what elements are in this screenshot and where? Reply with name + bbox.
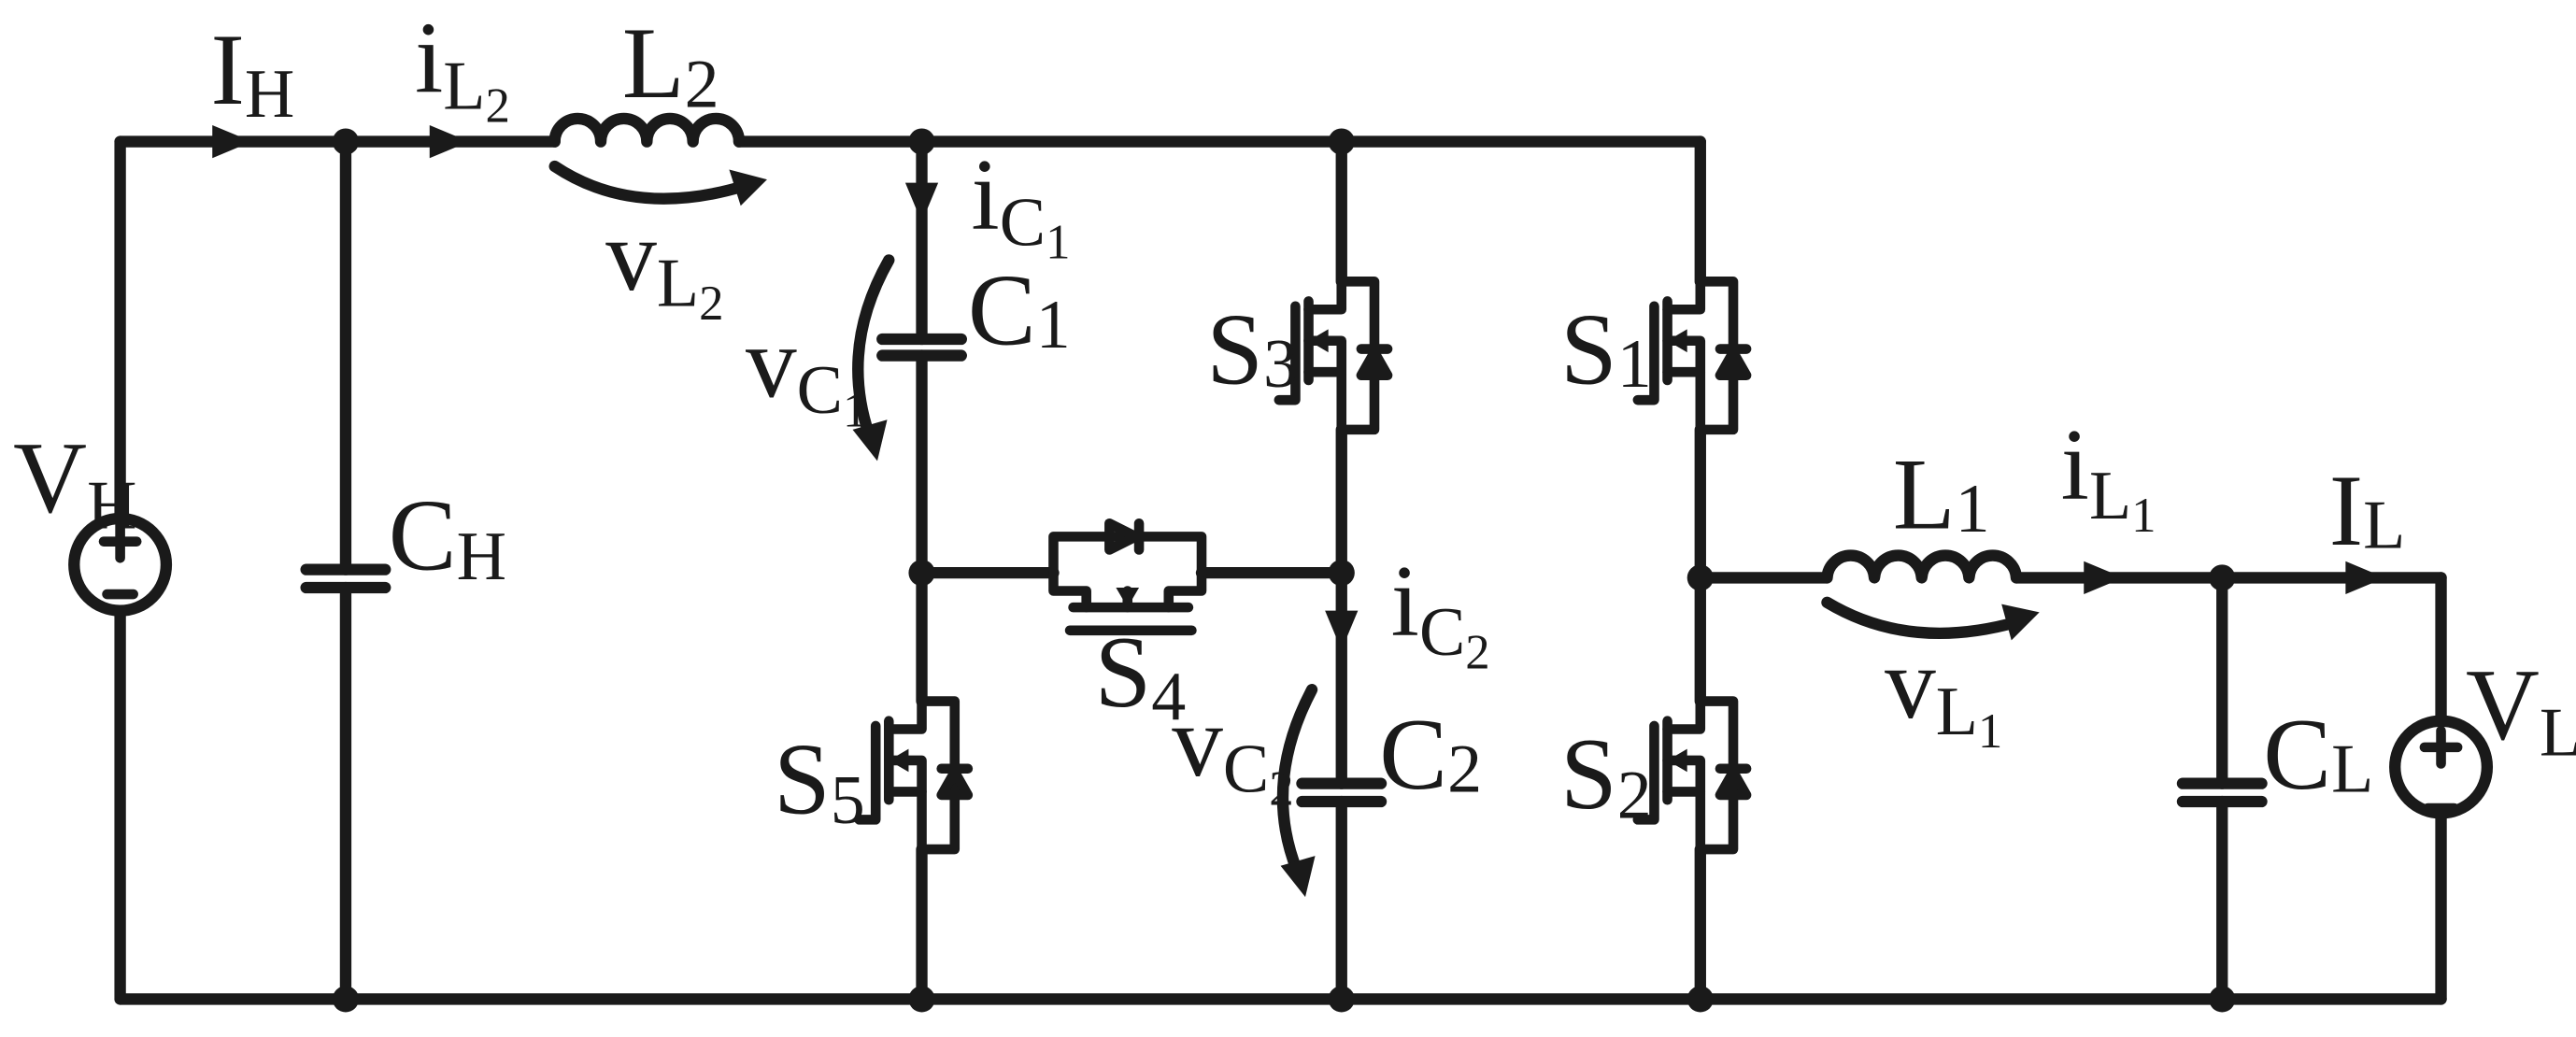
node-dot — [332, 986, 360, 1013]
label-s1: S1 — [1560, 293, 1652, 406]
inductor-l2 — [548, 112, 746, 148]
node-dot — [2209, 564, 2236, 591]
label-ch: CH — [389, 479, 506, 596]
voltage-source-vh — [68, 512, 173, 617]
node-dot — [908, 986, 935, 1013]
node-dot — [1328, 560, 1355, 587]
mosfet-s5 — [860, 702, 968, 850]
node-dot — [908, 128, 935, 155]
label-s4: S4 — [1095, 616, 1187, 735]
label-vc2: vC2 — [1172, 685, 1293, 817]
label-ih: IH — [210, 13, 294, 133]
node-dot — [1686, 564, 1714, 591]
label-l2: L2 — [622, 7, 719, 123]
node-dot — [1328, 986, 1355, 1013]
arrow-ic1 — [904, 182, 939, 222]
label-vl2: vL2 — [605, 199, 723, 331]
label-il1: iL1 — [2061, 408, 2156, 543]
node-dot — [1686, 986, 1714, 1013]
label-vl: VL — [2466, 648, 2576, 772]
arrow-vl1 — [1821, 596, 2023, 639]
label-cl: CL — [2263, 698, 2373, 811]
arrow-vc1 — [852, 254, 895, 441]
label-ic2: iC2 — [1391, 545, 1490, 679]
label-c1: C1 — [968, 253, 1071, 366]
label-s2: S2 — [1560, 717, 1652, 834]
label-vh: VH — [13, 421, 136, 545]
arrow-vc2 — [1276, 684, 1318, 877]
voltage-source-vl — [2389, 715, 2494, 819]
arrow-il2 — [429, 124, 470, 159]
arrow-ic2 — [1325, 610, 1359, 650]
mosfet-s1 — [1638, 281, 1746, 430]
arrow-vl2 — [548, 160, 750, 205]
voltage-arrows — [548, 160, 2040, 898]
label-c2: C2 — [1379, 698, 1482, 811]
junction-dots — [332, 128, 2236, 1013]
label-il2: iL2 — [415, 2, 510, 134]
label-vc1: vC1 — [746, 306, 867, 438]
current-arrows — [212, 124, 2385, 650]
labels: VH IH iL2 L2 vL2 CH iC1 C1 vC1 S3 S1 S4 … — [13, 2, 2576, 839]
capacitor-ch — [300, 563, 391, 594]
mosfet-s2 — [1638, 702, 1746, 850]
label-vl1: vL1 — [1885, 627, 2002, 759]
arrow-ih — [212, 124, 252, 159]
node-dot — [1328, 128, 1355, 155]
label-s3: S3 — [1206, 293, 1298, 406]
node-dot — [2209, 986, 2236, 1013]
capacitor-c1 — [876, 333, 967, 362]
label-l1: L1 — [1893, 438, 1990, 551]
capacitor-c2 — [1296, 777, 1388, 808]
label-il: IL — [2329, 454, 2406, 567]
inductor-l1 — [1821, 549, 2023, 584]
label-ic1: iC1 — [971, 138, 1070, 270]
node-dot — [332, 128, 360, 155]
node-dot — [908, 560, 935, 587]
arrow-il — [2345, 561, 2385, 595]
label-s5: S5 — [774, 722, 865, 839]
arrow-il1 — [2084, 561, 2124, 595]
capacitor-cl — [2176, 777, 2268, 808]
mosfet-s4 — [1048, 518, 1207, 636]
